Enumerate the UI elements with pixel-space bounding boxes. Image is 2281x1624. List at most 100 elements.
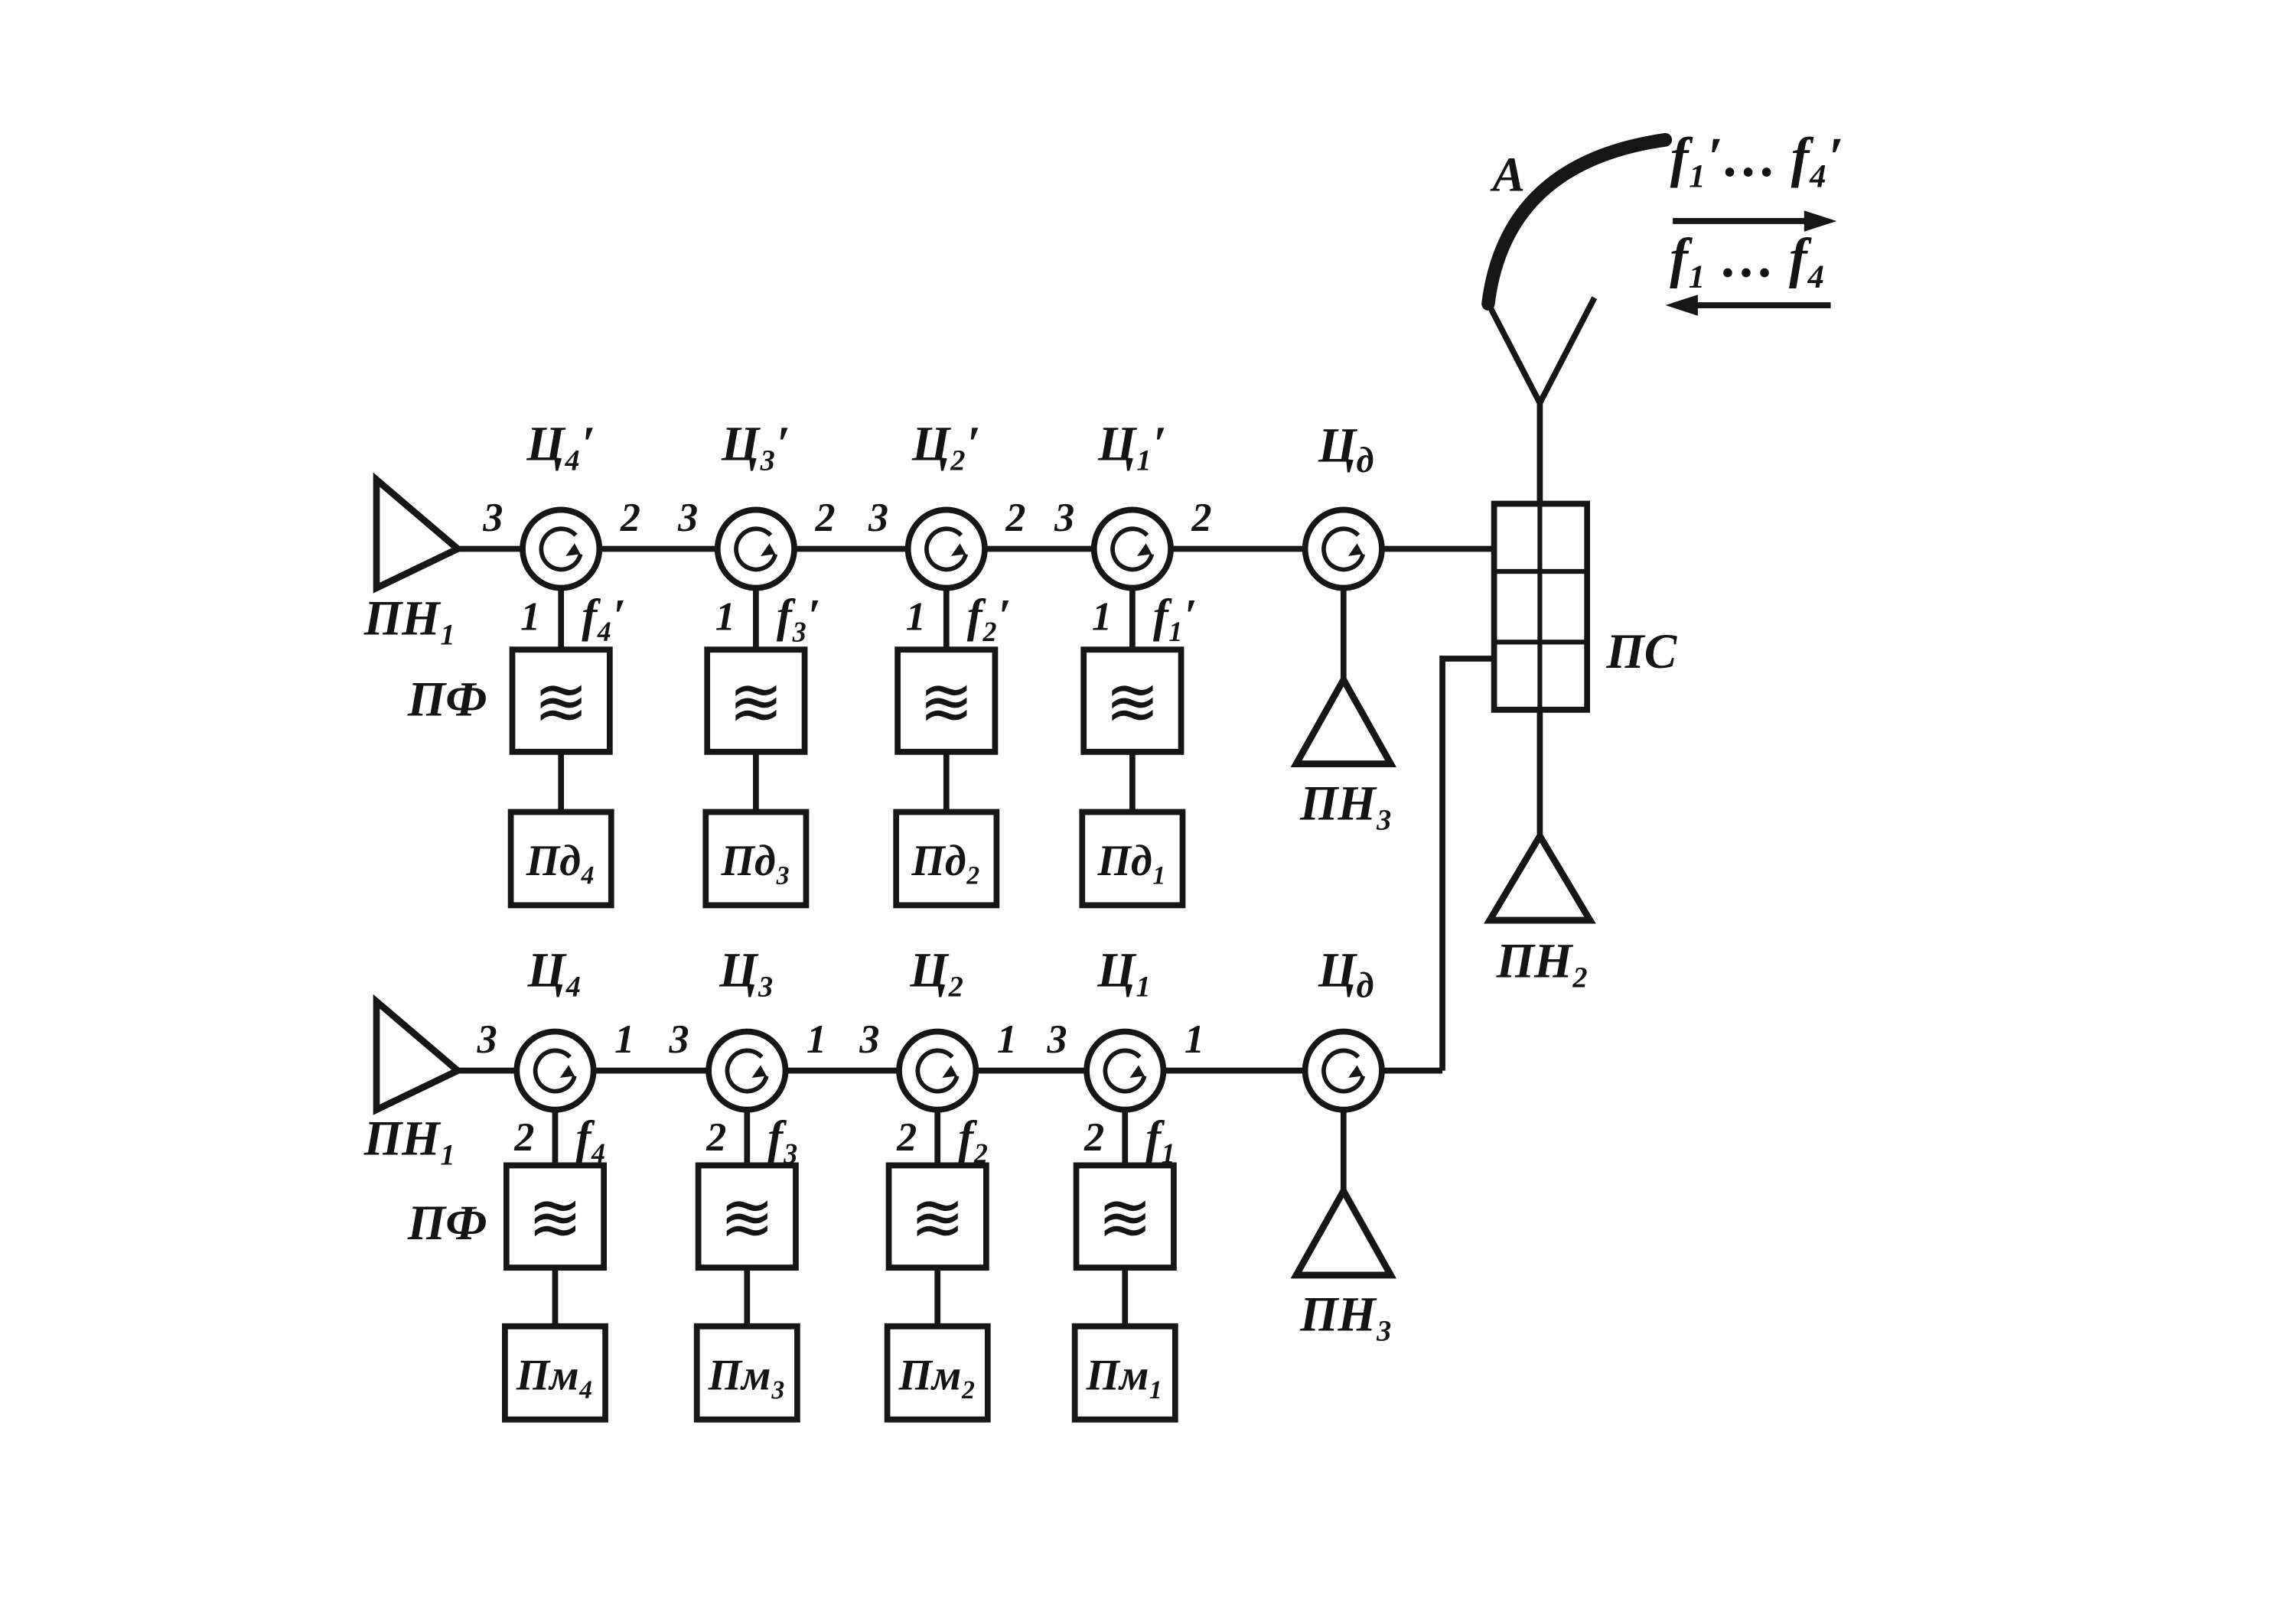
transmitter-box <box>702 809 810 909</box>
circulator-cd-bottom <box>1305 1031 1382 1109</box>
antenna-label: A <box>1490 147 1525 202</box>
circulator-cd-bottom-label: Цд <box>1318 942 1373 1005</box>
transmitter-box <box>893 809 1000 909</box>
bottom-pn3-label: ПН₃ <box>1299 1287 1393 1342</box>
bandpass-filter-box <box>1073 1162 1177 1271</box>
port-number: 1 <box>806 1017 826 1063</box>
bandpass-filter-icon: ≋ <box>919 664 973 741</box>
bandpass-filter-box <box>704 646 808 755</box>
bandpass-filter-icon: ≋ <box>1098 1180 1152 1257</box>
circulator-c4p-label: Ц₄′ <box>526 416 595 471</box>
frequency-label: f₁′ <box>1153 591 1198 643</box>
bandpass-filter-icon: ≋ <box>1105 664 1159 741</box>
circulator-c3p <box>718 509 794 587</box>
frequency-label: f₂ <box>958 1112 989 1164</box>
bandpass-filter-icon: ≋ <box>528 1180 582 1257</box>
port-number: 3 <box>669 1017 689 1063</box>
bandpass-filter-icon: ≋ <box>720 1180 774 1257</box>
port-number: 1 <box>1184 1017 1204 1063</box>
transmitter-box <box>1079 809 1186 909</box>
pn2-amplifier <box>1484 829 1596 924</box>
port-number: 2 <box>1005 495 1025 540</box>
port-number: 1 <box>715 594 735 640</box>
top-pn1-amplifier <box>373 472 464 594</box>
circulator-c3 <box>709 1031 785 1109</box>
transmitter-box <box>507 809 614 909</box>
top-pf-label: ПФ <box>407 672 487 727</box>
circulator-c2 <box>899 1031 976 1109</box>
circulator-c3p-label: Ц₃′ <box>721 416 790 471</box>
port-number: 3 <box>477 1017 497 1063</box>
port-number: 2 <box>705 1115 726 1160</box>
pn2-label: ПН₂ <box>1496 933 1589 988</box>
port-number: 2 <box>1083 1115 1104 1160</box>
bottom-chain-riser-wire <box>1439 656 1494 1071</box>
frequency-label: f₂′ <box>967 591 1012 643</box>
circulator-c4p <box>523 509 599 587</box>
transmitter-label: Пд₂ <box>911 838 981 886</box>
ps-separator-divisions <box>1494 503 1588 710</box>
circulator-c4-label: Ц₄ <box>527 942 583 998</box>
rx-arrow-head <box>1665 295 1698 316</box>
frequency-label: f₃′ <box>777 591 821 643</box>
port-number: 1 <box>520 594 540 640</box>
circulator-c1p-label: Ц₁′ <box>1097 416 1167 471</box>
port-number: 3 <box>1054 495 1074 540</box>
port-number: 2 <box>1191 495 1212 540</box>
port-number: 2 <box>815 495 836 540</box>
circulator-c2p-label: Ц₂′ <box>911 416 981 471</box>
port-number: 3 <box>677 495 698 540</box>
tx-frequencies-label: f₁′… f₄′ <box>1670 126 1844 188</box>
bandpass-filter-icon: ≋ <box>534 664 588 741</box>
top-pn3-amplifier <box>1290 672 1397 768</box>
circulator-c4 <box>516 1031 593 1109</box>
circulator-c1 <box>1087 1031 1163 1109</box>
bandpass-filter-icon: ≋ <box>728 664 783 741</box>
circulator-cd-top-label: Цд <box>1318 418 1373 480</box>
frequency-label: f₁ <box>1145 1112 1177 1164</box>
port-number: 1 <box>614 1017 634 1063</box>
port-number: 1 <box>997 1017 1017 1063</box>
circulator-c1-label: Ц₁ <box>1097 942 1152 998</box>
circulator-c2-label: Ц₂ <box>909 942 965 998</box>
port-number: 2 <box>896 1115 917 1160</box>
circulator-c3-label: Ц₃ <box>719 942 774 998</box>
receiver-label: Пм₁ <box>1086 1352 1164 1400</box>
bottom-pf-label: ПФ <box>407 1195 487 1250</box>
receiver-box <box>502 1323 608 1423</box>
bandpass-filter-box <box>695 1162 799 1271</box>
port-number: 3 <box>859 1017 879 1063</box>
tx-arrow-head <box>1804 210 1837 232</box>
rx-frequencies-label: f₁ … f₄ <box>1670 227 1826 289</box>
bottom-pn1-amplifier <box>373 994 464 1115</box>
port-number: 2 <box>620 495 640 540</box>
circulator-cd-top <box>1305 509 1382 587</box>
antenna-feeder-line <box>1481 132 1673 311</box>
receiver-box <box>1071 1323 1178 1423</box>
transmitter-label: Пд₄ <box>526 838 596 886</box>
receiver-label: Пм₄ <box>516 1352 594 1400</box>
top-pn3-label: ПН₃ <box>1299 776 1393 831</box>
port-number: 3 <box>482 495 503 540</box>
bandpass-filter-box <box>503 1162 608 1271</box>
ps-label: ПС <box>1605 623 1677 679</box>
bandpass-filter-box <box>509 646 613 755</box>
frequency-label: f₃ <box>767 1112 799 1164</box>
bottom-pn1-label: ПН₁ <box>363 1111 457 1166</box>
receiver-box <box>693 1323 800 1423</box>
receiver-label: Пм₃ <box>708 1352 786 1400</box>
bandpass-filter-icon: ≋ <box>911 1180 965 1257</box>
port-number: 3 <box>1046 1017 1067 1063</box>
receiver-label: Пм₂ <box>898 1352 976 1400</box>
top-pn1-label: ПН₁ <box>363 591 457 646</box>
circulator-c1p <box>1094 509 1171 587</box>
antenna-dipole-lines <box>1482 296 1598 405</box>
bandpass-filter-box <box>885 1162 989 1271</box>
port-number: 2 <box>513 1115 534 1160</box>
transmitter-label: Пд₁ <box>1097 838 1168 886</box>
port-number: 1 <box>906 594 926 640</box>
port-number: 3 <box>868 495 888 540</box>
port-number: 1 <box>1092 594 1112 640</box>
frequency-label: f₄′ <box>582 591 626 643</box>
